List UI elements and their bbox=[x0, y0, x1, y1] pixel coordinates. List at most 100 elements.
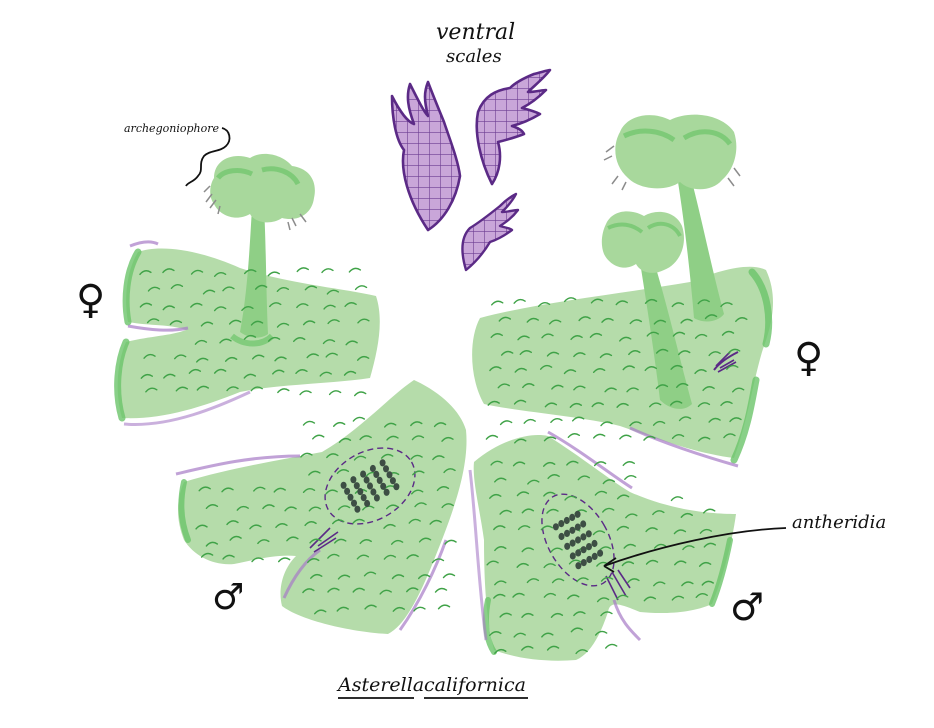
thallus-dash bbox=[670, 364, 683, 370]
thallus-dash bbox=[226, 520, 239, 526]
thallus-dash bbox=[485, 434, 499, 440]
thallus-dash bbox=[670, 496, 684, 502]
male-symbol-right: ♂ bbox=[730, 585, 765, 629]
thallus-dash bbox=[304, 285, 318, 291]
thallus-dash bbox=[406, 554, 419, 560]
thallus-dash bbox=[600, 611, 613, 617]
thallus-dash bbox=[543, 592, 557, 598]
thallus-dash bbox=[228, 319, 242, 325]
antheridium-dot bbox=[373, 494, 380, 502]
thallus-dash bbox=[314, 609, 327, 615]
thallus-dash bbox=[190, 302, 203, 308]
thallus-dash bbox=[694, 333, 708, 339]
thallus-dash bbox=[139, 302, 153, 308]
antheridium-dot bbox=[350, 476, 357, 484]
thallus-dash bbox=[391, 574, 405, 580]
antheridium-dot bbox=[379, 459, 386, 467]
thallus-dash bbox=[257, 539, 270, 545]
thallus-dash bbox=[671, 595, 685, 601]
thallus-dash bbox=[729, 417, 742, 423]
thallus-dash bbox=[188, 368, 202, 374]
antheridial-cluster-right bbox=[541, 493, 615, 587]
thallus-dash bbox=[146, 318, 160, 324]
thallus-dash bbox=[546, 351, 560, 357]
thallus-dash bbox=[616, 594, 629, 600]
antheridium-dot bbox=[586, 543, 592, 551]
thallus-dash bbox=[322, 339, 336, 345]
archegoniophore-head-right-short bbox=[601, 211, 684, 273]
thallus-dash bbox=[694, 369, 707, 375]
thallus-dash bbox=[494, 546, 507, 552]
thallus-dash bbox=[410, 454, 423, 460]
thallus-dash bbox=[219, 338, 232, 344]
thallus-dash bbox=[499, 420, 513, 426]
thallus-dash bbox=[682, 545, 695, 551]
thallus-dash bbox=[521, 508, 535, 514]
thallus-dash bbox=[327, 319, 340, 325]
thallus-dash bbox=[541, 632, 554, 638]
thallus-dash bbox=[411, 435, 425, 441]
thallus-dash bbox=[390, 539, 404, 545]
thallus-dash bbox=[619, 336, 632, 342]
thallus-dash bbox=[442, 573, 456, 579]
thallus-dash bbox=[703, 508, 716, 514]
species-name-genus: Asterella bbox=[338, 674, 425, 696]
thallus-dash bbox=[327, 553, 340, 559]
thallus-dash bbox=[672, 331, 686, 337]
thallus-dash bbox=[321, 268, 334, 274]
antheridium-dot bbox=[558, 520, 565, 528]
thallus-dash bbox=[735, 317, 748, 323]
thallus-dash bbox=[621, 561, 635, 567]
thallus-dash bbox=[567, 594, 580, 600]
antheridium-dot bbox=[574, 510, 581, 518]
thallus-dash bbox=[543, 436, 557, 442]
thallus-dash bbox=[145, 387, 158, 393]
thallus-dash bbox=[628, 350, 641, 356]
thallus-dash bbox=[276, 322, 290, 328]
antheridium-dot bbox=[360, 470, 367, 478]
thallus-dash bbox=[573, 611, 586, 617]
thallus-dash bbox=[243, 373, 256, 379]
thallus-dash bbox=[310, 573, 323, 579]
thallus-dash bbox=[550, 547, 563, 553]
thallus-dash bbox=[732, 387, 745, 393]
thallus-dash bbox=[250, 320, 264, 326]
thallus-dash bbox=[267, 271, 280, 277]
thallus-dash bbox=[523, 418, 536, 424]
thallus-dash bbox=[392, 606, 405, 612]
thallus-dash bbox=[491, 300, 504, 306]
thallus-dash bbox=[512, 592, 525, 598]
archegoniophore-label: archegoniophore bbox=[124, 122, 219, 135]
thallus-dash bbox=[202, 289, 216, 295]
thallus-dash bbox=[406, 587, 419, 593]
thallus-dash bbox=[644, 298, 658, 304]
thallus-dash bbox=[537, 301, 551, 307]
thallus-dash bbox=[222, 554, 235, 560]
thallus-dash bbox=[302, 420, 316, 426]
ventral-scale-left bbox=[390, 80, 462, 232]
thallus-texture bbox=[139, 267, 748, 655]
female-symbol-right: ♀ bbox=[794, 335, 824, 381]
thallus-dash bbox=[380, 453, 394, 459]
thallus-dash bbox=[566, 460, 579, 466]
antheridium-dot bbox=[591, 552, 598, 561]
thallus-dash bbox=[622, 461, 635, 467]
thallus-dash bbox=[644, 366, 657, 372]
antheridium-dot bbox=[380, 482, 387, 490]
thallus-dash bbox=[616, 525, 630, 531]
thallus-dash bbox=[570, 335, 583, 341]
antheridium-dot bbox=[376, 476, 383, 484]
thallus-dash bbox=[596, 597, 610, 603]
archegoniophore-stalk-right-short bbox=[640, 262, 692, 409]
thallus-dash bbox=[332, 421, 346, 427]
thallus-dash bbox=[147, 286, 161, 292]
thallus-dash bbox=[325, 489, 338, 495]
thallus-dash bbox=[570, 627, 584, 633]
thallus-dash bbox=[517, 525, 531, 531]
thallus-dash bbox=[645, 527, 658, 533]
thallus-dash bbox=[576, 577, 589, 583]
thallus-dash bbox=[431, 558, 445, 564]
thallus-dash bbox=[674, 560, 687, 566]
thallus-dash bbox=[594, 630, 608, 636]
